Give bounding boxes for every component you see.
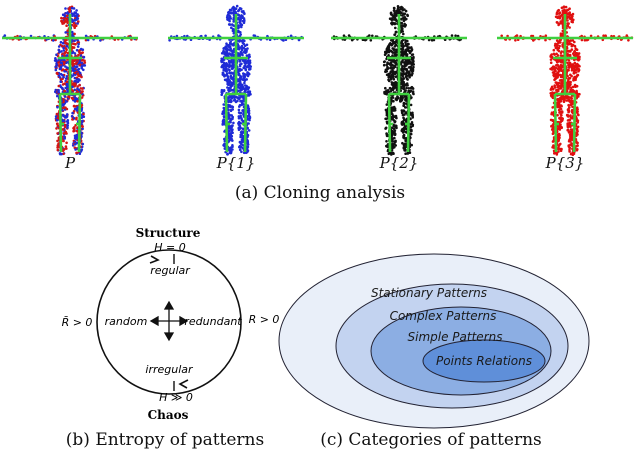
structure-entropy: H = 0 — [154, 241, 185, 254]
irregular-label: irregular — [145, 363, 194, 376]
point-cloud-figure-p — [2, 5, 138, 156]
structure-title: Structure — [136, 226, 201, 240]
entropy-cycle-circle — [96, 249, 242, 395]
panel-b: Structure H = 0 regular random redundant… — [62, 226, 280, 450]
figure-label-p1: P{1} — [216, 154, 256, 172]
caption-b: (b) Entropy of patterns — [66, 430, 264, 450]
figure-label-p2: P{2} — [379, 154, 419, 172]
figure-label-p3: P{3} — [545, 154, 585, 172]
panel-a: P P{1} P{2} P{3} (a) Cloning analysis — [2, 4, 634, 203]
figure-label-p: P — [64, 154, 76, 172]
label-complex-patterns: Complex Patterns — [390, 309, 497, 323]
point-cloud-figure-p2 — [331, 5, 467, 156]
r-label: R > 0 — [249, 313, 280, 326]
point-cloud-figure-p3 — [497, 5, 634, 156]
bottom-arrowhead-icon — [178, 379, 189, 389]
redundant-label: redundant — [184, 315, 242, 328]
panel-c: Stationary Patterns Complex Patterns Sim… — [278, 253, 590, 450]
caption-c: (c) Categories of patterns — [320, 430, 542, 450]
top-arrowhead-icon — [149, 255, 160, 264]
chaos-entropy: H ≫ 0 — [159, 391, 193, 404]
regular-label: regular — [150, 264, 191, 277]
r-bar-label: R̄ > 0 — [62, 316, 93, 329]
center-cross-arrows-icon — [149, 300, 189, 342]
label-points-relations: Points Relations — [436, 354, 532, 368]
label-simple-patterns: Simple Patterns — [408, 330, 503, 344]
chaos-title: Chaos — [148, 408, 189, 422]
random-label: random — [105, 315, 148, 328]
caption-a: (a) Cloning analysis — [235, 183, 405, 203]
ellipse-points-relations — [422, 339, 546, 383]
point-cloud-figure-p1 — [168, 4, 304, 156]
label-stationary-patterns: Stationary Patterns — [371, 286, 487, 300]
